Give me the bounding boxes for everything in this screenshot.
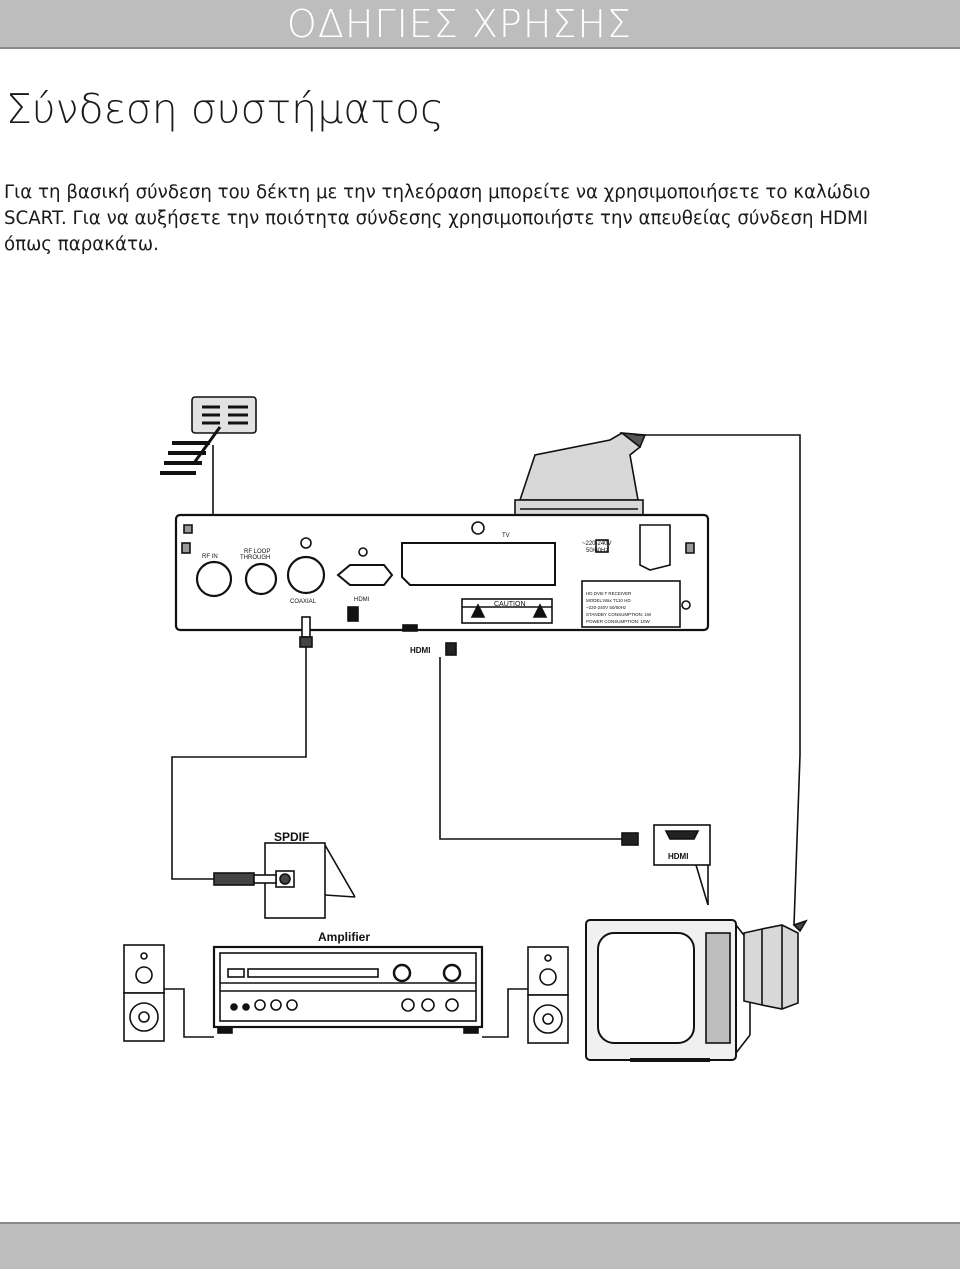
- right-speaker-icon: [482, 946, 569, 1044]
- amplifier-label: Amplifier: [318, 930, 370, 944]
- connection-diagram: RF IN RF LOOP THROUGH COAXIAL HDMI TV ~2…: [110, 385, 830, 1075]
- tv-hdmi-label: HDMI: [668, 852, 688, 861]
- hdmi-port-label: HDMI: [354, 597, 370, 603]
- caution-label: CAUTION: [494, 601, 526, 608]
- intro-line-1: Για τη βασική σύνδεση του δέκτη με την τ…: [4, 182, 871, 203]
- rating-label-power: POWER CONSUMPTION: 10W: [586, 619, 651, 624]
- television-icon: [585, 919, 751, 1062]
- tv-scart-plug-icon: [743, 919, 808, 1010]
- coaxial-cable: [171, 616, 313, 880]
- rf-loop-through-label: THROUGH: [240, 555, 270, 561]
- section-title: Σύνδεση συστήματος: [6, 85, 445, 133]
- rating-label-standby: STANDBY CONSUMPTION: 1W: [586, 612, 652, 617]
- intro-line-2: SCART. Για να αυξήσετε την ποιότητα σύνδ…: [4, 208, 869, 229]
- antenna-icon: [160, 396, 257, 563]
- spdif-label: SPDIF: [274, 830, 309, 844]
- hdmi-cable: [439, 642, 639, 846]
- rf-loop-label: RF LOOP: [244, 549, 270, 555]
- intro-line-3: όπως παρακάτω.: [4, 234, 159, 255]
- power-rating-label: ~220-240V: [582, 541, 612, 547]
- rating-label-title: HD DVB-T RECEIVER: [586, 591, 632, 596]
- amplifier-icon: [212, 945, 484, 1034]
- page-header-title: ΟΔΗΓΙΕΣ ΧΡΗΣΗΣ: [286, 2, 632, 46]
- footer-bar: [0, 1222, 960, 1269]
- tv-hdmi-input: [653, 824, 711, 906]
- rf-in-label: RF IN: [202, 554, 218, 560]
- spdif-input-box: [213, 842, 356, 919]
- coaxial-port-label: COAXIAL: [290, 599, 317, 605]
- tv-port-label: TV: [502, 533, 510, 539]
- rating-label-model: MODEL:Max T110 HD: [586, 598, 631, 603]
- power-frequency-label: 50/60Hz: [586, 548, 608, 554]
- hdmi-plug-label: HDMI: [410, 646, 430, 655]
- rating-label-voltage: ~220-240V 50/60Hz: [586, 605, 627, 610]
- connection-diagram-svg: RF IN RF LOOP THROUGH COAXIAL HDMI TV ~2…: [123, 396, 808, 1062]
- left-speaker-icon: [123, 944, 214, 1042]
- intro-paragraph: Για τη βασική σύνδεση του δέκτη με την τ…: [4, 180, 949, 258]
- receiver-rear-panel: [174, 513, 710, 632]
- header-bar: ΟΔΗΓΙΕΣ ΧΡΗΣΗΣ: [0, 0, 960, 49]
